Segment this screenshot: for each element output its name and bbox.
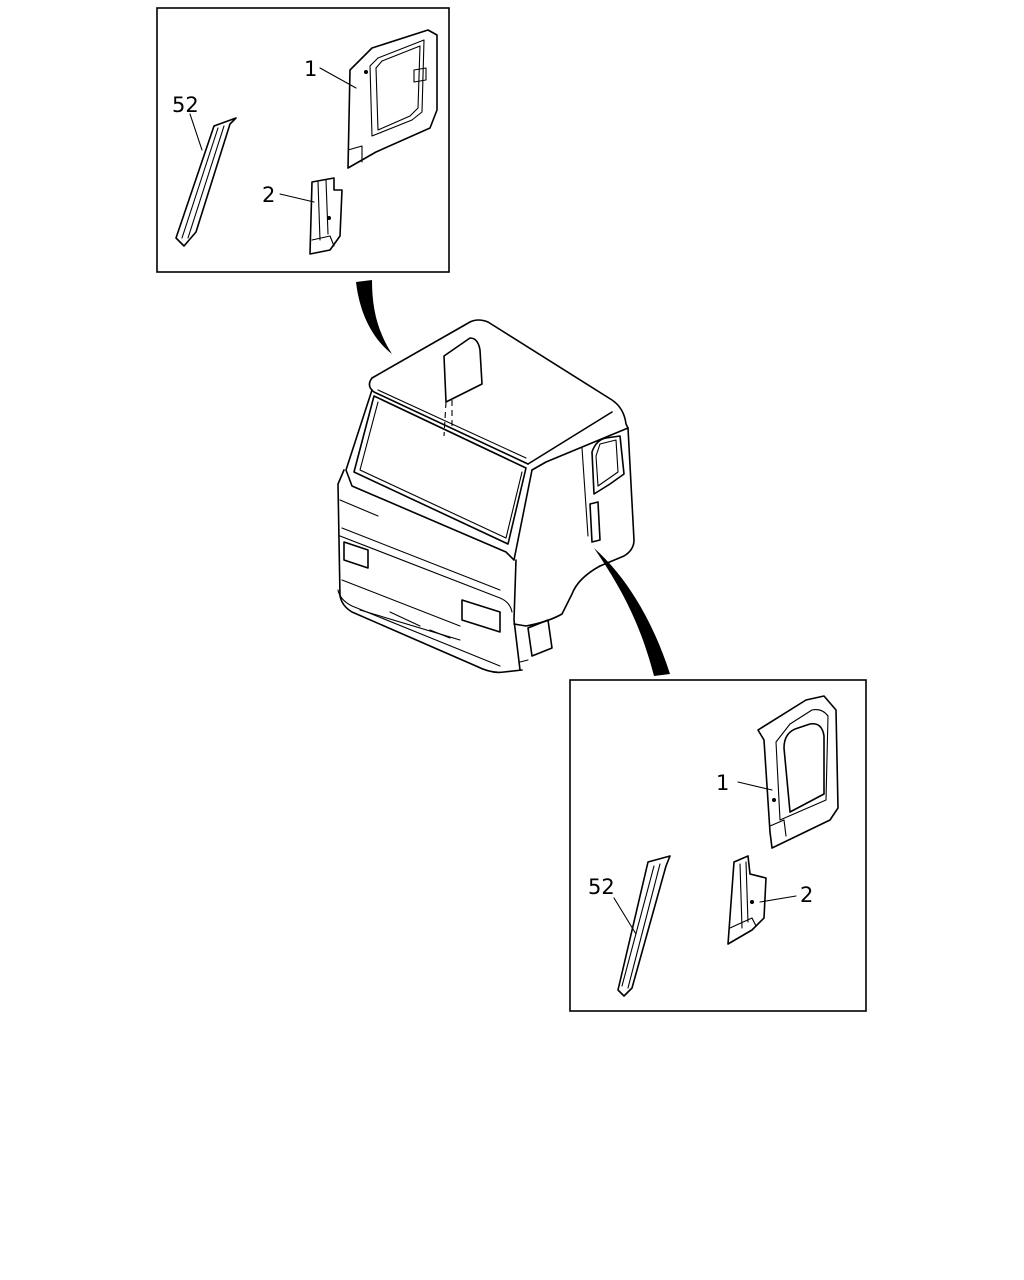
top-callout-1: 1: [304, 57, 317, 81]
truck-cab: [337, 319, 635, 674]
top-callout-52: 52: [172, 93, 199, 117]
top-leader-2: [279, 193, 315, 203]
top-inset-frame: [156, 7, 450, 273]
top-part-2-pillar-trim: [309, 177, 343, 255]
top-callout-2: 2: [262, 183, 275, 207]
bottom-part-1-quarter-panel: [757, 695, 839, 849]
bottom-pointer-arrow: [594, 548, 670, 676]
top-part-1-quarter-panel: [347, 29, 438, 169]
top-inset: 1 2 52: [156, 7, 450, 273]
bottom-inset: 1 2 52: [569, 679, 867, 1012]
bottom-part-52-weatherstrip: [617, 855, 671, 997]
bottom-leader-52: [613, 897, 637, 935]
top-leader-52: [189, 113, 203, 151]
bottom-part-2-pillar-trim: [727, 855, 767, 945]
bottom-leader-2: [759, 895, 797, 903]
top-pointer-arrow: [356, 280, 392, 354]
bottom-callout-2: 2: [800, 883, 813, 907]
bottom-leader-1: [737, 781, 773, 791]
bottom-inset-frame: [569, 679, 867, 1012]
top-part-52-weatherstrip: [175, 117, 237, 247]
bottom-callout-52: 52: [588, 875, 615, 899]
bottom-callout-1: 1: [716, 771, 729, 795]
top-leader-1: [319, 67, 357, 89]
